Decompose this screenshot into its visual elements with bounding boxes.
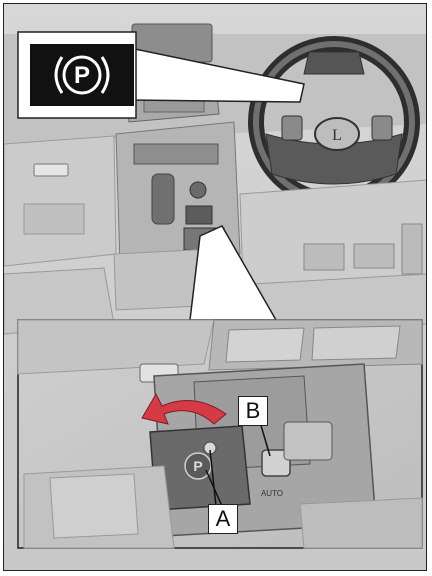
- illustration-frame: L: [3, 3, 427, 571]
- park-switch-symbol: P: [193, 458, 202, 474]
- callout-label-a: A: [208, 504, 238, 534]
- indicator-letter: P: [74, 62, 90, 89]
- svg-text:L: L: [332, 127, 342, 144]
- auto-label: AUTO: [261, 489, 283, 498]
- callout-label-b: B: [238, 396, 268, 426]
- parking-brake-indicator-icon: P: [30, 44, 134, 106]
